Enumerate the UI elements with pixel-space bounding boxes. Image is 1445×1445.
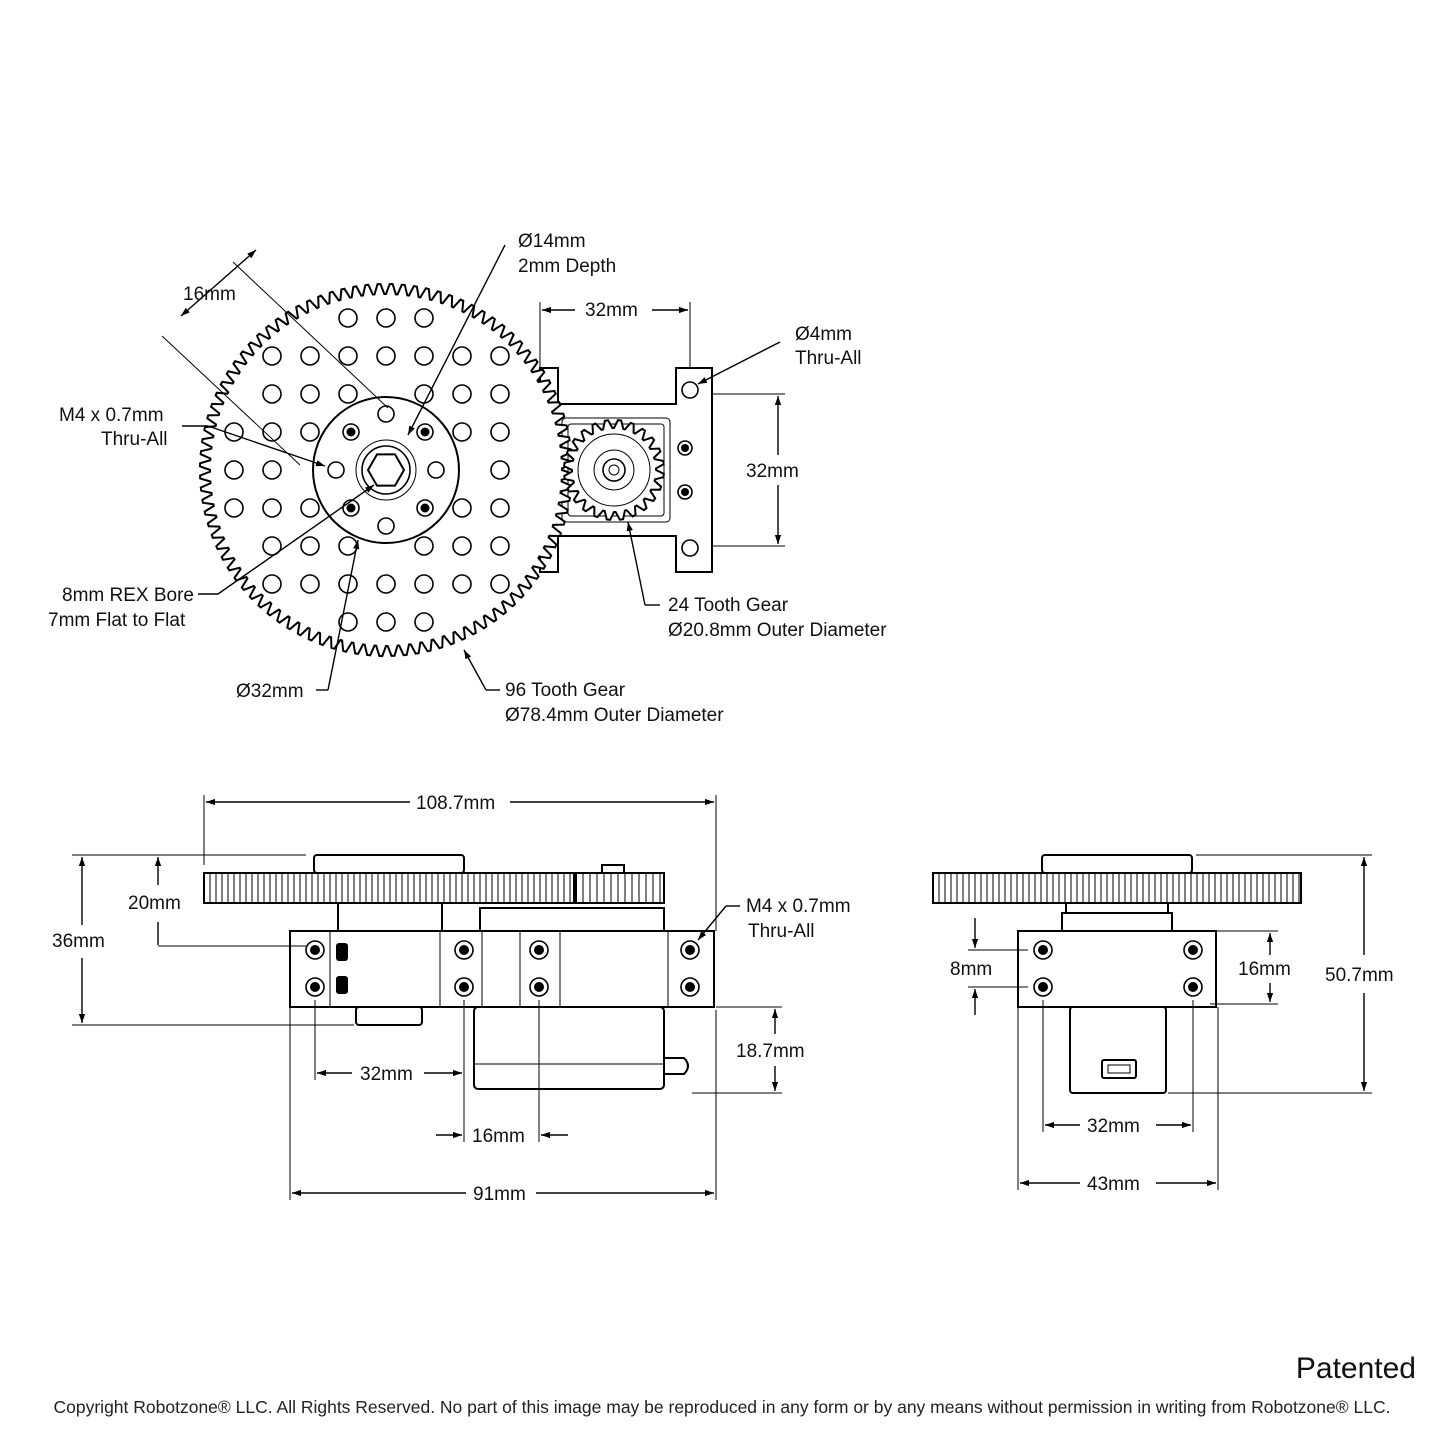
height-36-label: 36mm [52, 931, 105, 952]
gear-hole [414, 574, 434, 594]
front-tap-label: M4 x 0.7mm [746, 896, 851, 917]
gear-hole [490, 536, 510, 556]
hub-tap-hole [427, 461, 445, 479]
small-gear-teeth-label: 24 Tooth Gear [668, 595, 789, 616]
gear-hole [224, 498, 244, 518]
hub-tap-hole [377, 517, 395, 535]
gear-hole [414, 308, 434, 328]
pocket-diameter-label: Ø14mm [518, 231, 586, 252]
gear-hole [338, 308, 358, 328]
gear-hole [224, 460, 244, 480]
gear-hole [490, 498, 510, 518]
bore-size-label: 8mm REX Bore [62, 585, 194, 606]
bracket-hole-thru-label: Thru-All [795, 348, 862, 369]
gear-hole [262, 536, 282, 556]
front-small-gear [575, 864, 665, 904]
big-gear-teeth-label: 96 Tooth Gear [505, 680, 626, 701]
gear-hole [262, 384, 282, 404]
front-servo-body [473, 1006, 689, 1090]
gear-hole [490, 574, 510, 594]
gear-hole [262, 498, 282, 518]
gear-hole [452, 346, 472, 366]
overall-height-label: 50.7mm [1325, 965, 1394, 986]
hub-tap-hole [327, 461, 345, 479]
front-big-gear [203, 872, 575, 904]
gear-hole [262, 460, 282, 480]
hub-tap-hole [377, 405, 395, 423]
top-view-dimension-lines [161, 244, 785, 691]
small-gear-24-tooth [563, 419, 665, 521]
gear-hole [452, 574, 472, 594]
front-hole-spacing-label: 32mm [360, 1064, 413, 1085]
gear-hole [376, 346, 396, 366]
copyright-notice: Copyright Robotzone® LLC. All Rights Res… [54, 1397, 1391, 1417]
gear-hole [490, 422, 510, 442]
gear-hole [300, 346, 320, 366]
small-gear-diameter-label: Ø20.8mm Outer Diameter [668, 620, 887, 641]
gear-hole [452, 498, 472, 518]
gear-hole [262, 346, 282, 366]
gear-hole [262, 422, 282, 442]
gear-hole [490, 384, 510, 404]
gear-hole [414, 384, 434, 404]
gear-hole [452, 422, 472, 442]
gear-hole [262, 574, 282, 594]
gear-hole [338, 384, 358, 404]
patented-label: Patented [1296, 1352, 1416, 1385]
bore-flat-label: 7mm Flat to Flat [48, 610, 186, 631]
overall-length-label: 108.7mm [416, 793, 495, 814]
gear-hole [300, 536, 320, 556]
gear-hole [338, 346, 358, 366]
gear-hole [338, 536, 358, 556]
gear-hole [300, 422, 320, 442]
gear-hole [300, 574, 320, 594]
gear-hole [452, 536, 472, 556]
servo-depth-label: 18.7mm [736, 1041, 805, 1062]
height-20-label: 20mm [128, 893, 181, 914]
gear-hole [414, 612, 434, 632]
side-view-dimension-lines [968, 854, 1372, 1190]
gear-hole [338, 612, 358, 632]
side-spacing-8-label: 8mm [950, 959, 992, 980]
side-spacing-16-label: 16mm [1238, 959, 1291, 980]
gear-hole [452, 384, 472, 404]
hex-offset-label: 16mm [183, 284, 236, 305]
gear-hole [490, 460, 510, 480]
gear-hole [376, 612, 396, 632]
gear-hole [300, 498, 320, 518]
side-servo-body [1069, 1006, 1167, 1094]
hub [312, 396, 460, 544]
front-offset-16-label: 16mm [472, 1126, 525, 1147]
hub-diameter-label: Ø32mm [236, 681, 304, 702]
front-view: 108.7mm 36mm 20mm M4 x 0.7mm Thru-All 18… [52, 793, 851, 1205]
side-view: 8mm 16mm 50.7mm 32mm 43mm [932, 854, 1394, 1195]
gear-hole [300, 384, 320, 404]
gear-hole [414, 536, 434, 556]
gear-hole [376, 574, 396, 594]
front-tap-thru-label: Thru-All [748, 921, 815, 942]
bracket-height-label: 32mm [746, 461, 799, 482]
width-91-label: 91mm [473, 1184, 526, 1205]
side-big-gear [932, 872, 1302, 904]
side-width-43-label: 43mm [1087, 1174, 1140, 1195]
gear-hole [414, 346, 434, 366]
pocket-depth-label: 2mm Depth [518, 256, 616, 277]
hub-tap-label: M4 x 0.7mm [59, 405, 164, 426]
bracket-width-label: 32mm [585, 300, 638, 321]
bracket-hole-diameter-label: Ø4mm [795, 324, 852, 345]
top-view: 16mm Ø14mm 2mm Depth 32mm Ø4mm Thru-All … [48, 231, 887, 726]
hub-tap-thru-label: Thru-All [101, 429, 168, 450]
gear-hole [490, 346, 510, 366]
front-bracket [289, 930, 715, 1008]
side-hole-spacing-label: 32mm [1087, 1116, 1140, 1137]
front-view-dimension-lines [72, 795, 782, 1200]
big-gear-diameter-label: Ø78.4mm Outer Diameter [505, 705, 724, 726]
gear-hole [376, 308, 396, 328]
